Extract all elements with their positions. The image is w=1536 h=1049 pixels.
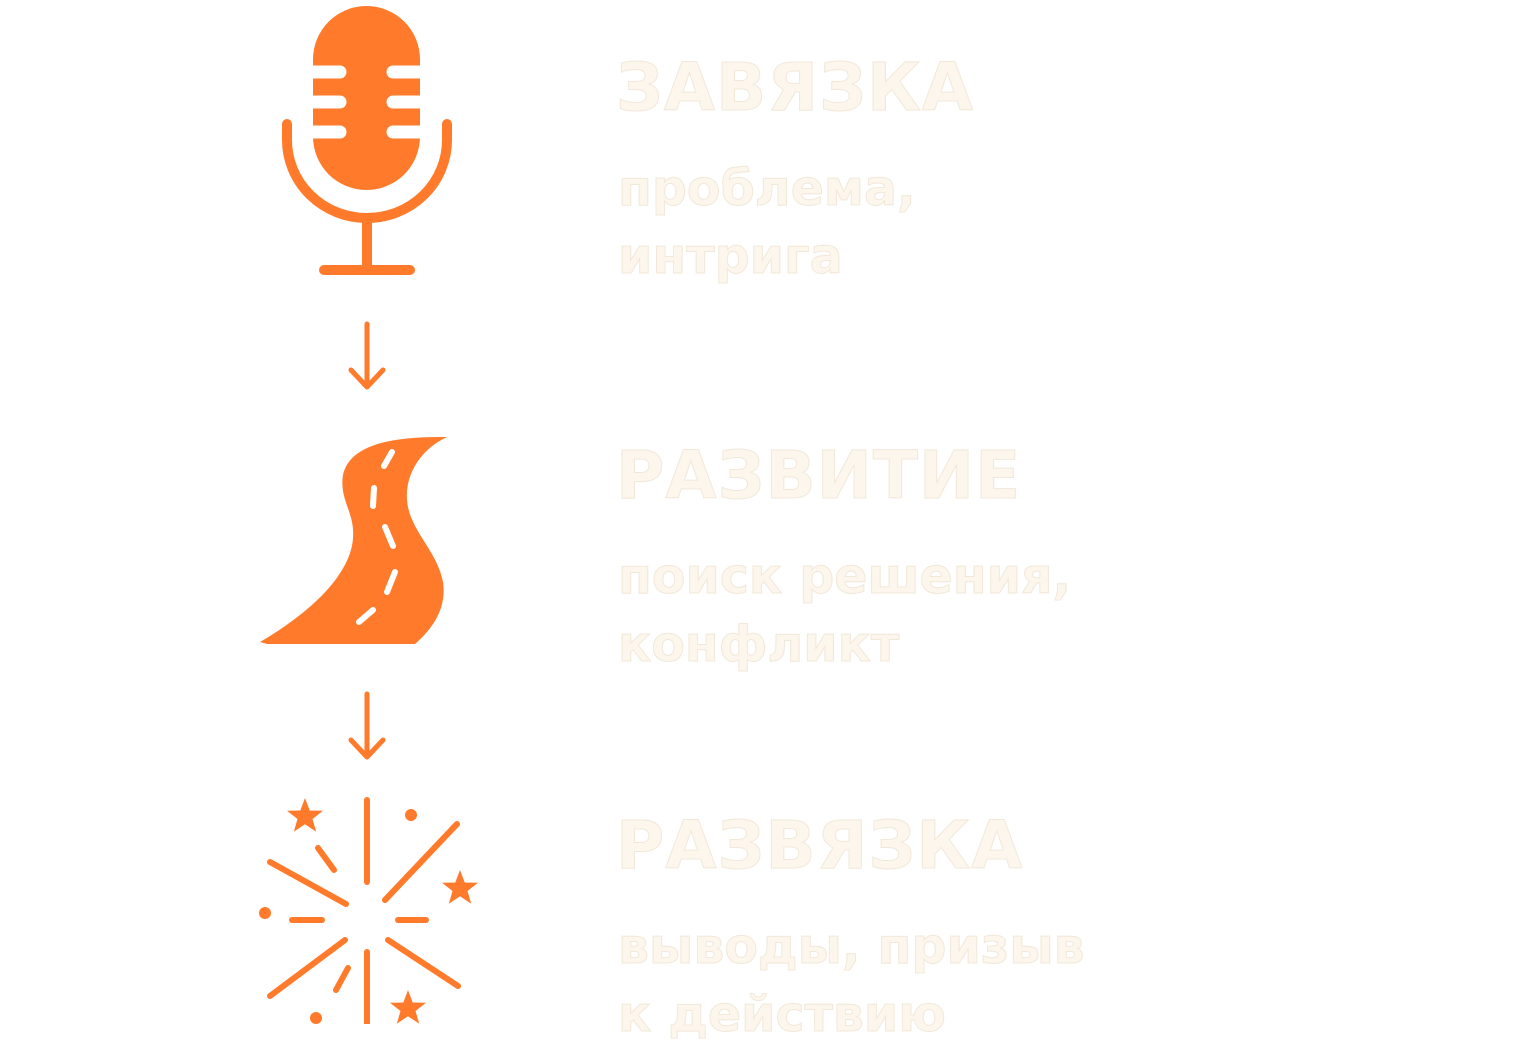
description-line: выводы, призыв xyxy=(618,918,1086,976)
description-line: конфликт xyxy=(618,616,900,674)
description-line: поиск решения, xyxy=(618,548,1072,606)
winding-road-icon xyxy=(260,436,447,644)
microphone-icon xyxy=(282,6,452,275)
stage-description-setup: проблема, интрига xyxy=(618,155,1178,291)
down-arrow-icon xyxy=(348,321,386,390)
description-line: проблема, xyxy=(618,160,917,218)
down-arrow-icon xyxy=(348,691,386,760)
stage-title-development: РАЗВИТИЕ xyxy=(615,437,1022,514)
description-line: к действию xyxy=(618,986,947,1044)
stage-title-resolution: РАЗВЯЗКА xyxy=(615,807,1024,884)
description-line: интрига xyxy=(618,228,844,286)
stage-description-resolution: выводы, призыв к действию xyxy=(618,913,1178,1049)
fireworks-icon xyxy=(259,797,478,1024)
stage-description-development: поиск решения, конфликт xyxy=(618,543,1178,679)
stage-title-setup: ЗАВЯЗКА xyxy=(615,49,975,126)
